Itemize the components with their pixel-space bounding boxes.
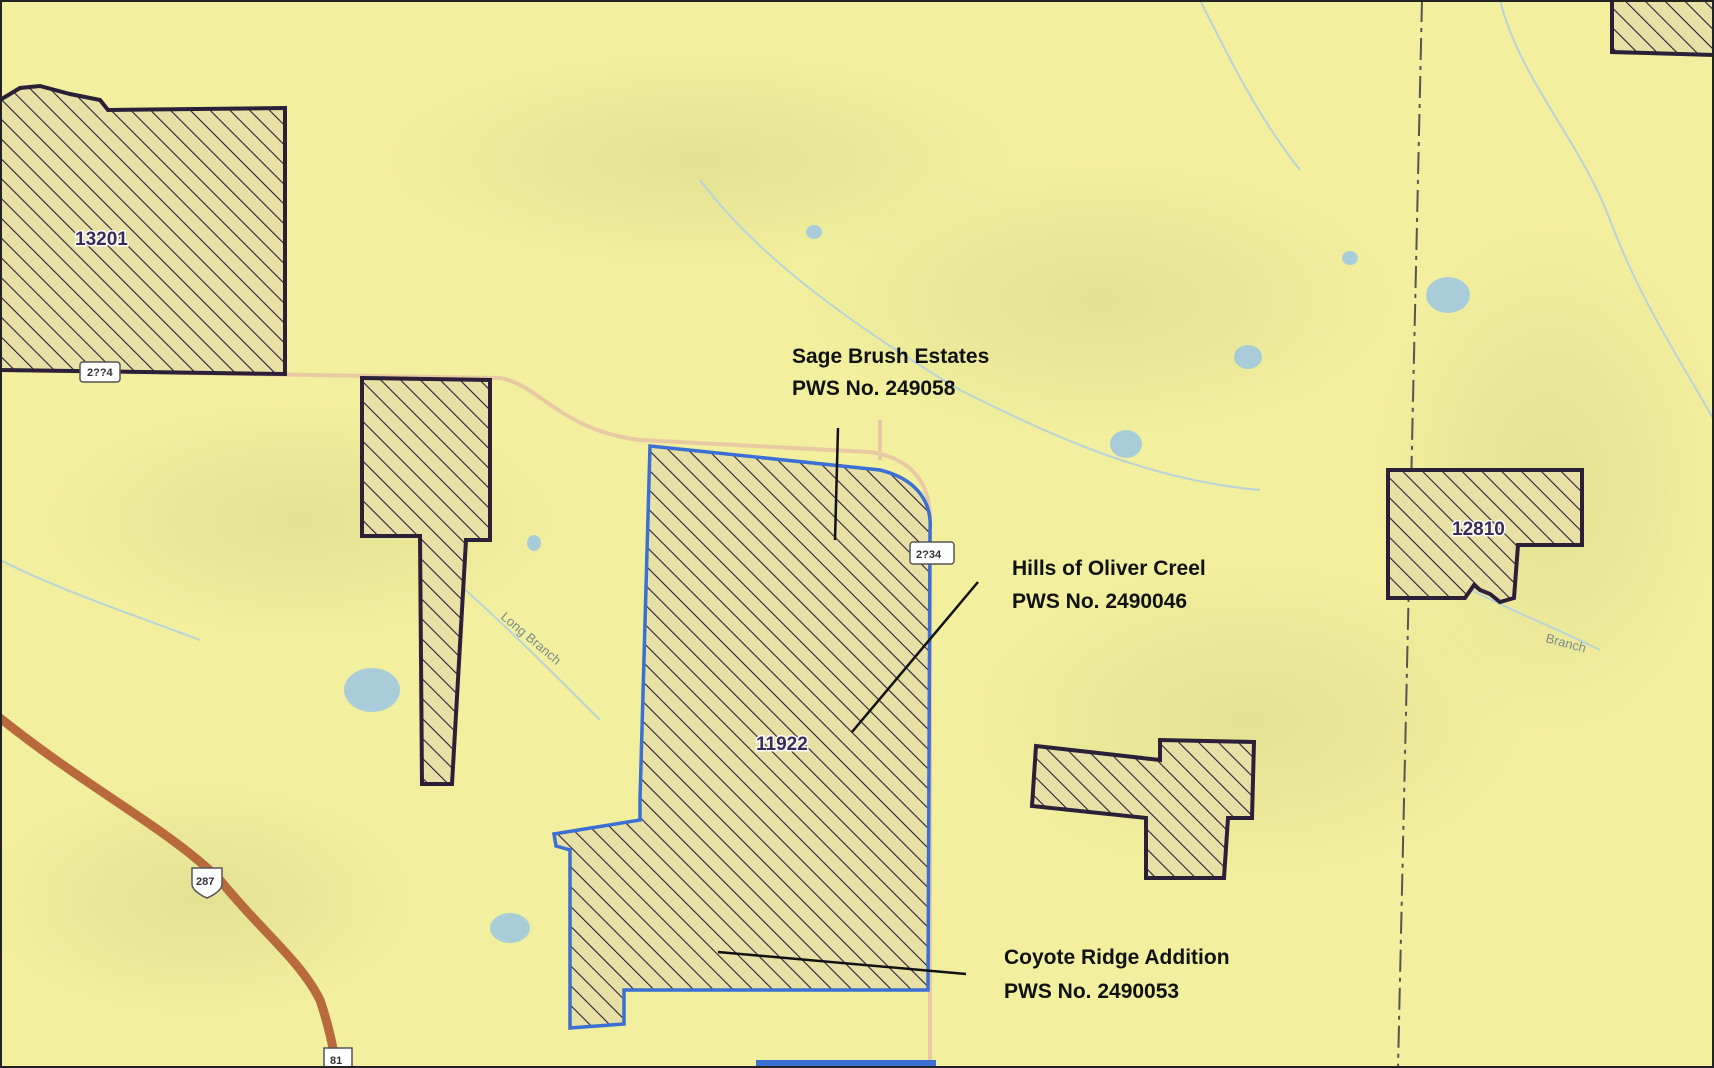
svg-text:Coyote Ridge Addition: Coyote Ridge Addition xyxy=(1004,946,1230,969)
svg-text:Hills of Oliver Creel: Hills of Oliver Creel xyxy=(1012,557,1206,580)
parcel-12810[interactable] xyxy=(1386,468,1584,605)
callout-sage-brush-estates: Sage Brush Estates PWS No. 249058 xyxy=(792,345,989,400)
svg-text:Sage Brush Estates: Sage Brush Estates xyxy=(792,345,989,368)
svg-text:81: 81 xyxy=(330,1055,342,1067)
secondary-roads xyxy=(0,368,932,1068)
road-shield-81: 81 xyxy=(323,1047,353,1068)
road-shield-287: 287 xyxy=(191,867,223,899)
callout-leaders xyxy=(717,427,979,976)
svg-text:287: 287 xyxy=(196,876,214,888)
service-area-11922[interactable] xyxy=(551,444,932,1030)
parcel-label-12810: 12810 xyxy=(1452,519,1505,540)
svg-text:PWS No. 2490053: PWS No. 2490053 xyxy=(1004,980,1179,1003)
svg-text:PWS No. 2490046: PWS No. 2490046 xyxy=(1012,590,1187,613)
svg-text:PWS No. 249058: PWS No. 249058 xyxy=(792,377,956,400)
parcel-label-11922: 11922 xyxy=(756,734,808,755)
road-shield-center: 2?34 xyxy=(909,541,955,565)
service-area-bottom-edge xyxy=(756,1060,936,1068)
parcel-13201[interactable] xyxy=(0,83,287,377)
parcel-top-right[interactable] xyxy=(1610,0,1714,58)
highway-287 xyxy=(0,713,341,1068)
parcel-narrow-west[interactable] xyxy=(360,375,492,786)
svg-text:2?34: 2?34 xyxy=(916,549,942,561)
callout-coyote-ridge-addition: Coyote Ridge Addition PWS No. 2490053 xyxy=(1004,946,1230,1003)
road-shield-west: 2??4 xyxy=(79,361,121,383)
svg-text:2??4: 2??4 xyxy=(87,367,114,379)
callout-hills-of-oliver-creel: Hills of Oliver Creel PWS No. 2490046 xyxy=(1012,557,1206,613)
parcel-east-cross[interactable] xyxy=(1029,737,1257,880)
parcel-label-13201: 13201 xyxy=(75,229,128,250)
